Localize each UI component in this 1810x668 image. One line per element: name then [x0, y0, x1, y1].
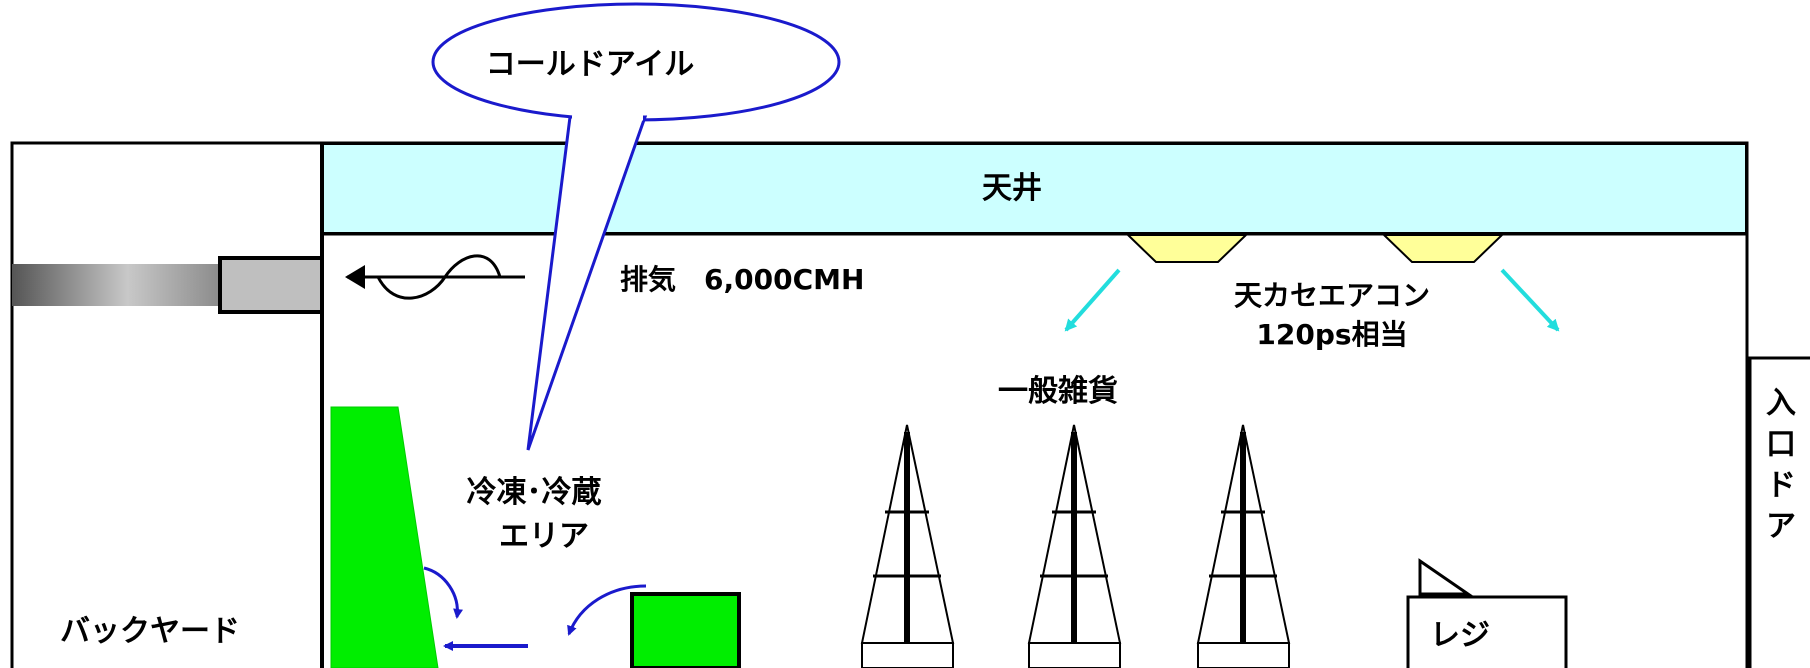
cold-air-curve-arrow-1	[423, 566, 464, 619]
aircon-label-line2: 120ps相当	[1256, 318, 1407, 351]
cooler-unit	[630, 592, 741, 668]
entrance-door-char-2: 口	[1766, 427, 1796, 462]
aircon-unit-right	[1381, 234, 1505, 263]
general-goods-label: 一般雑貨	[998, 374, 1118, 409]
frozen-area-label-line2: エリア	[499, 519, 589, 554]
shelf-tower-1	[860, 424, 955, 668]
exhaust-duct	[218, 256, 324, 314]
cool-air-arrow-left	[1064, 268, 1121, 332]
entrance-door-char-3: ド	[1766, 468, 1796, 503]
aircon-label-line1: 天カセエアコン	[1234, 279, 1430, 312]
shelf-tower-3	[1196, 424, 1291, 668]
exhaust-duct-gradient	[12, 264, 222, 306]
backyard-label: バックヤード	[60, 614, 240, 649]
shelf-tower-2	[1027, 424, 1122, 668]
sine-wave-arrow-icon	[345, 254, 525, 300]
entrance-door-char-4: ア	[1766, 509, 1796, 544]
frozen-area-label-line1: 冷凍･冷蔵	[467, 475, 602, 510]
exhaust-label: 排気 6,000CMH	[620, 263, 864, 296]
cold-aisle-callout	[431, 2, 841, 451]
register-label: レジ	[1430, 618, 1490, 653]
callout-label: コールドアイル	[486, 47, 695, 82]
entrance-door	[1748, 356, 1810, 668]
cool-air-arrow-right	[1500, 268, 1560, 332]
aircon-unit-left	[1125, 234, 1249, 263]
register-counter	[1406, 595, 1568, 668]
triangle-flag-icon	[1418, 558, 1473, 596]
cold-air-curve-arrow-2	[567, 584, 647, 636]
ceiling-label: 天井	[982, 171, 1042, 206]
freezer-showcase	[330, 406, 439, 668]
entrance-door-char-1: 入	[1766, 386, 1796, 421]
